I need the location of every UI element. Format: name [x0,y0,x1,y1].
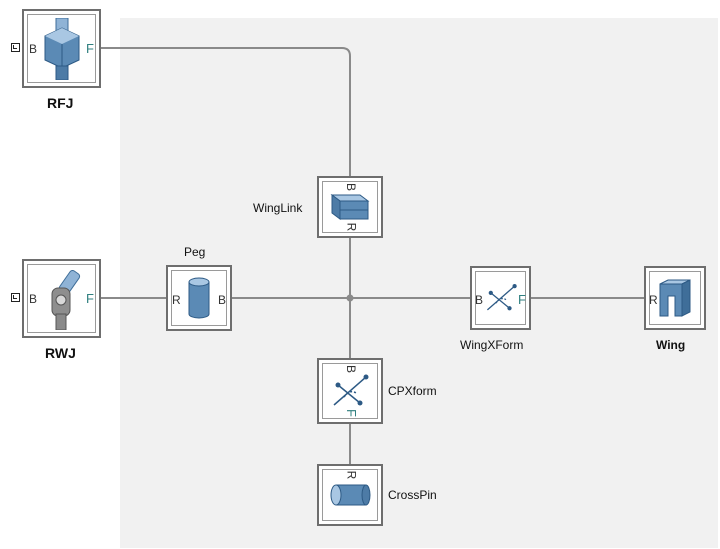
brick-solid-icon [330,194,370,220]
crosspin-port-r: R [344,470,359,480]
rwj-label: RWJ [45,345,76,361]
peg-label: Peg [184,245,206,259]
rwj-port-b: B [29,292,38,306]
rigid-transform-icon [486,283,517,311]
rfj-port-b: B [29,42,38,56]
wingxform-inner-frame [475,271,526,325]
winglink-port-r: R [344,222,359,232]
winglink-block[interactable]: B R [317,176,383,238]
rfj-block[interactable]: B F [22,9,101,88]
extruded-solid-icon [659,279,691,317]
wing-inner-frame [649,271,701,325]
cpxform-block[interactable]: B F [317,358,383,424]
wire-rfj-winglink [101,47,351,176]
rwj-external-port[interactable] [11,293,20,302]
cpxform-port-b: B [344,364,359,374]
wire-junction-dot [346,294,354,302]
winglink-label: WingLink [253,201,303,215]
crosspin-block[interactable]: R [317,464,383,526]
crosspin-inner-frame [322,469,378,521]
revolute-joint-icon [44,17,79,80]
rfj-inner-frame [27,14,96,83]
rfj-external-port[interactable] [11,43,20,52]
rwj-port-f: F [86,291,94,306]
cylinder-solid-icon [330,484,371,506]
rwj-block[interactable]: B F [22,259,101,338]
rwj-inner-frame [27,264,96,333]
wing-block[interactable]: R [644,266,706,330]
cpxform-inner-frame [322,363,378,419]
peg-port-b: B [217,293,226,307]
universal-joint-icon [51,269,80,330]
wingxform-block[interactable]: B F [470,266,531,330]
peg-inner-frame [171,270,227,326]
cpxform-port-f: F [343,409,359,417]
cpxform-label: CPXform [388,384,437,398]
peg-block[interactable]: R B [166,265,232,331]
cylinder-solid-icon [188,277,210,319]
rigid-transform-icon [333,374,369,406]
wingxform-label: WingXForm [460,338,524,352]
wing-port-r: R [649,293,658,307]
wing-label: Wing [656,338,686,352]
wingxform-port-f: F [518,292,526,307]
rfj-port-f: F [86,41,94,56]
crosspin-label: CrossPin [388,488,437,502]
peg-port-r: R [172,293,181,307]
rfj-label: RFJ [47,95,74,111]
wingxform-port-b: B [475,293,484,307]
winglink-inner-frame [322,181,378,233]
winglink-port-b: B [344,182,359,192]
